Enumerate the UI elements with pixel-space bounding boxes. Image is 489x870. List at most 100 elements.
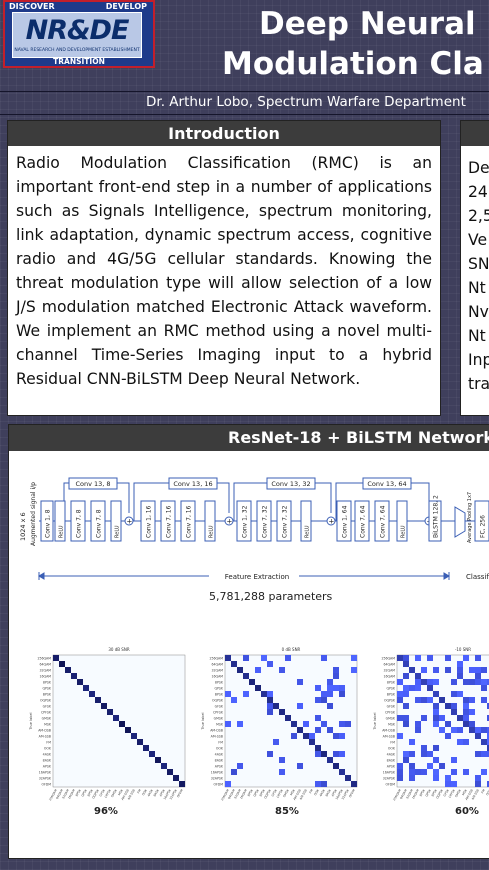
cm-cell <box>481 667 487 673</box>
cm-col-label: 4ASK <box>318 788 326 798</box>
cm-row-label: QPSK <box>214 687 223 691</box>
cm-cell <box>333 667 339 673</box>
cm-col-label: CPFSK <box>104 788 113 799</box>
cm-cell <box>279 769 285 775</box>
cm-cell <box>451 769 457 775</box>
cm-cell <box>475 667 481 673</box>
cm-cell <box>397 697 403 703</box>
cm-row-label: 8PSK <box>215 681 224 685</box>
cm-cell <box>451 691 457 697</box>
layer-label-15: Conv 7, 64 <box>380 505 387 538</box>
cm-cell <box>445 781 451 787</box>
cm-row-label: MSK <box>216 723 224 727</box>
layer-box-3 <box>90 500 106 542</box>
cm-col-label: BPSK <box>87 788 95 798</box>
cm-cell <box>457 739 463 745</box>
cm-cell <box>345 721 351 727</box>
cm-row-label: OQPSK <box>40 699 52 703</box>
cm-col-label: OFDM <box>176 788 184 798</box>
cm-cell <box>481 769 487 775</box>
cm-row-label: GFSK <box>43 705 52 709</box>
network-heading: ResNet-18 + BiLSTM Network Ar <box>9 425 489 451</box>
cm-cell <box>421 697 427 703</box>
right-panel-line: De <box>468 159 489 177</box>
cm-cell <box>475 781 481 787</box>
cm-cell <box>339 685 345 691</box>
cm-row-label: OFDM <box>41 783 51 787</box>
confusion-matrix-minus10db: -10 SNR256QAM256QAM64QAM64QAM32QAM32QAM1… <box>373 647 489 802</box>
cm-cell <box>415 727 421 733</box>
cm-cell <box>249 679 255 685</box>
cm-row-label: 32APSK <box>383 777 396 781</box>
cm-cell <box>397 655 403 661</box>
cm-col-label: 256QAM <box>220 788 230 801</box>
cm-cell <box>327 727 333 733</box>
cm-cell <box>403 691 409 697</box>
cm-row-label: 16QAM <box>40 675 52 679</box>
svg-text:+: + <box>227 518 233 526</box>
cm-row-label: FM <box>390 741 395 745</box>
cm-cell <box>303 733 309 739</box>
cm-row-label: GFSK <box>215 705 224 709</box>
cm-col-label: 8PSK <box>247 788 255 797</box>
cm-cell <box>439 715 445 721</box>
cm-cell <box>433 703 439 709</box>
layer-label-17: BiLSTM 128, 2 <box>433 495 440 538</box>
cm-cell <box>397 691 403 697</box>
cm-cell <box>475 733 481 739</box>
cm-cell <box>285 655 291 661</box>
cm-col-label: GFSK <box>270 788 278 798</box>
cm-cell <box>333 673 339 679</box>
cm-row-label: OQPSK <box>212 699 224 703</box>
cm-cell <box>397 733 403 739</box>
cm-cell <box>427 751 433 757</box>
cm-cell <box>463 715 469 721</box>
network-diagram: 1024 x 6 Augmented signal i/p + + + + Co… <box>19 477 489 581</box>
cm-cell <box>225 691 231 697</box>
cm-cell <box>173 775 179 781</box>
cm-cell <box>83 685 89 691</box>
cm-col-label: AM-SSB <box>471 789 480 801</box>
layer-label-5: Conv 1, 16 <box>146 505 153 538</box>
right-panel-heading <box>461 121 489 146</box>
cm-row-label: 8ASK <box>387 759 396 763</box>
cm-col-label: 256QAM <box>392 788 402 801</box>
cm-row-label: GFSK <box>387 705 396 709</box>
cm-col-label: GMSK <box>454 788 462 799</box>
cm-cell <box>143 745 149 751</box>
layer-box-11 <box>276 500 292 542</box>
cm-col-label: 16QAM <box>239 788 248 800</box>
cm-cell <box>463 679 469 685</box>
cm-cell <box>433 775 439 781</box>
network-panel: ResNet-18 + BiLSTM Network Ar 1024 x 6 A… <box>8 424 489 859</box>
cm-row-label: GMSK <box>386 717 396 721</box>
cm-cell <box>351 667 357 673</box>
cm-cell <box>409 769 415 775</box>
cm-cell <box>469 697 475 703</box>
cm-cell <box>427 685 433 691</box>
cm-cell <box>439 727 445 733</box>
cm-cell <box>415 655 421 661</box>
cm-row-label: MSK <box>388 723 396 727</box>
cm-cell <box>309 739 315 745</box>
cm-row-label: AM-SSB <box>383 735 395 739</box>
skip-block-4 <box>362 477 412 490</box>
cm-cell <box>433 709 439 715</box>
cm-cell <box>463 739 469 745</box>
cm-cell <box>457 673 463 679</box>
layer-box-6 <box>160 500 176 542</box>
layer-box-0 <box>40 500 54 542</box>
cm-cell <box>237 721 243 727</box>
cm-row-label: FM <box>218 741 223 745</box>
cm-cell <box>339 751 345 757</box>
cm-cell <box>487 733 489 739</box>
layer-label-0: Conv 1, 8 <box>45 509 52 538</box>
cm-row-label: MSK <box>44 723 52 727</box>
cm-cell <box>463 655 469 661</box>
cm-col-label: 16QAM <box>67 788 76 800</box>
cm-cell <box>225 721 231 727</box>
cm-row-label: 256QAM <box>37 657 51 661</box>
cm-row-label: CPFSK <box>213 711 224 715</box>
cm-col-label: FM <box>308 788 314 794</box>
cm-cell <box>475 655 481 661</box>
